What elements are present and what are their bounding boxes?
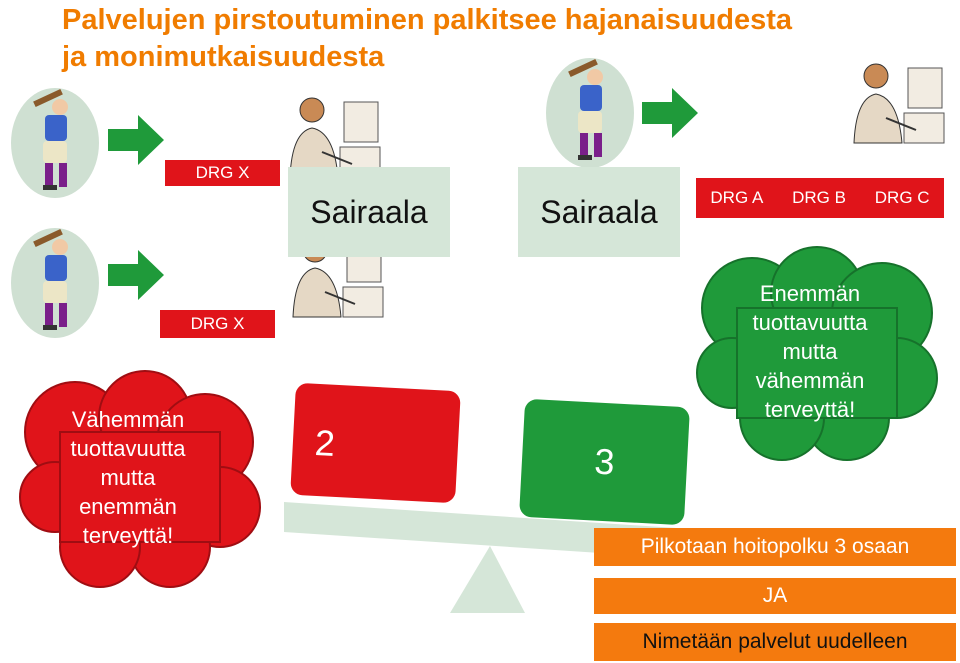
title-line-2: ja monimutkaisuudesta — [62, 41, 385, 73]
drg-label-top: DRG X — [165, 160, 280, 186]
patient-figure-icon — [11, 88, 99, 198]
action-split-box: Pilkotaan hoitopolku 3 osaan — [594, 528, 956, 566]
green-arrow-icon — [108, 250, 164, 300]
scale-pan-left: 2 — [290, 382, 461, 504]
action-rename-box: Nimetään palvelut uudelleen — [594, 623, 956, 661]
drg-code-a: DRG A — [710, 188, 764, 207]
green-cloud-line-3: mutta — [782, 338, 838, 364]
green-cloud-line-1: Enemmän — [759, 280, 861, 306]
green-arrow-icon — [108, 115, 164, 165]
scale-value-left: 2 — [313, 421, 337, 464]
red-cloud-line-1: Vähemmän — [71, 406, 185, 432]
red-cloud-line-5: terveyttä! — [82, 522, 174, 548]
patient-figure-icon — [546, 58, 634, 168]
red-cloud-text: Vähemmän tuottavuutta mutta enemmän terv… — [30, 402, 226, 552]
green-cloud-shape — [696, 246, 938, 461]
drg-codes-bar: DRG A DRG B DRG C — [696, 178, 944, 218]
red-cloud-line-3: mutta — [100, 464, 156, 490]
red-cloud-line-4: enemmän — [79, 493, 177, 519]
red-cloud-shape — [19, 370, 261, 588]
hospital-box-right: Sairaala — [518, 167, 680, 257]
balance-scale-beam — [284, 502, 676, 613]
green-cloud-line-5: terveyttä! — [764, 396, 856, 422]
drg-code-b: DRG B — [792, 188, 846, 207]
doctor-at-computer-icon — [853, 63, 945, 144]
page-title: Palvelujen pirstoutuminen palkitsee haja… — [62, 2, 942, 76]
green-arrow-icon — [642, 88, 698, 138]
green-cloud-line-2: tuottavuutta — [752, 309, 868, 335]
hospital-box-left: Sairaala — [288, 167, 450, 257]
scale-pan-right: 3 — [519, 398, 690, 526]
scale-value-right: 3 — [593, 440, 616, 483]
doctor-at-computer-icon — [289, 97, 381, 178]
drg-label-middle: DRG X — [160, 310, 275, 338]
title-line-1: Palvelujen pirstoutuminen palkitsee haja… — [62, 4, 793, 36]
action-and-box: JA — [594, 578, 956, 614]
red-cloud-line-2: tuottavuutta — [70, 435, 186, 461]
green-cloud-text: Enemmän tuottavuutta mutta vähemmän terv… — [708, 278, 912, 424]
patient-figure-icon — [11, 228, 99, 338]
green-cloud-line-4: vähemmän — [755, 367, 865, 393]
drg-code-c: DRG C — [874, 188, 930, 207]
